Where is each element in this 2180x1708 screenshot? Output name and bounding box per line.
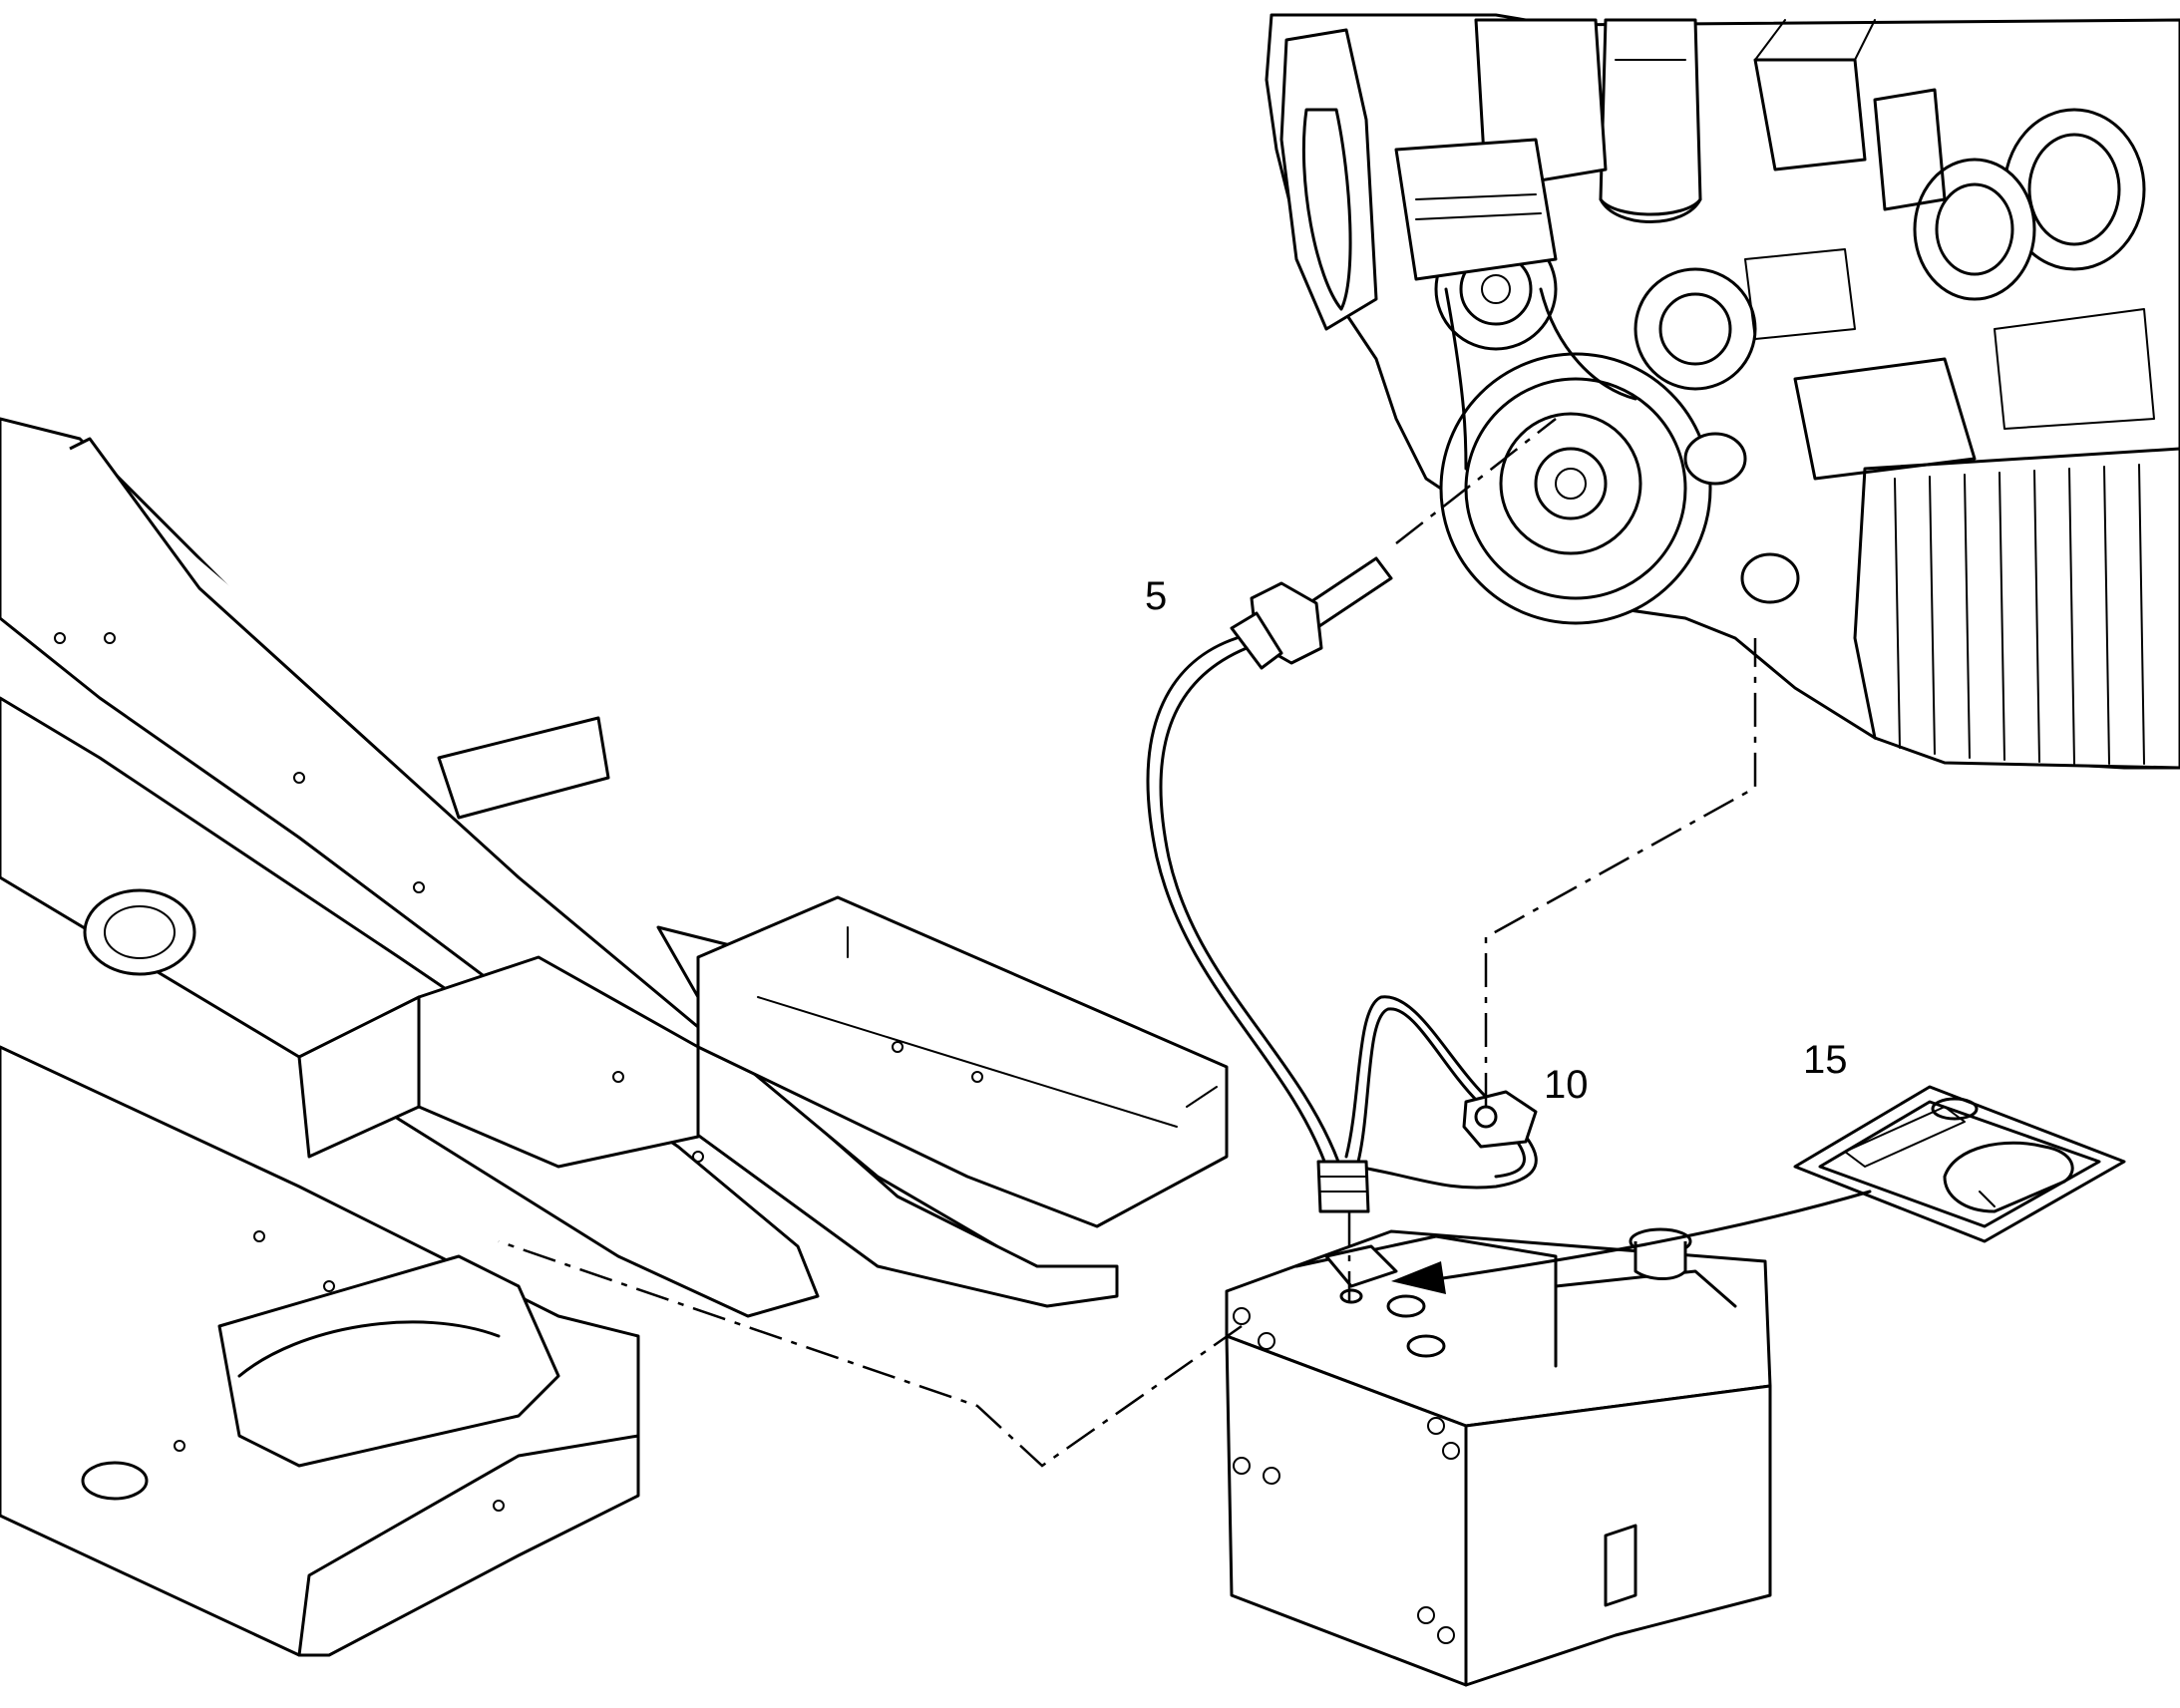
callout-10: 10 [1544, 1063, 1589, 1107]
assembly-centerlines [498, 418, 1757, 1468]
engine-assembly [1265, 13, 2180, 770]
block-heater-cable [1146, 556, 1538, 1213]
callout-5: 5 [1145, 574, 1168, 618]
battery-box [1225, 1227, 1772, 1687]
callout-15: 15 [1803, 1038, 1848, 1082]
chassis-frame [0, 417, 1229, 1657]
placement-arrow [1391, 1190, 1872, 1294]
heater-decal [1793, 1085, 2126, 1243]
cable-clip [1462, 1090, 1538, 1149]
